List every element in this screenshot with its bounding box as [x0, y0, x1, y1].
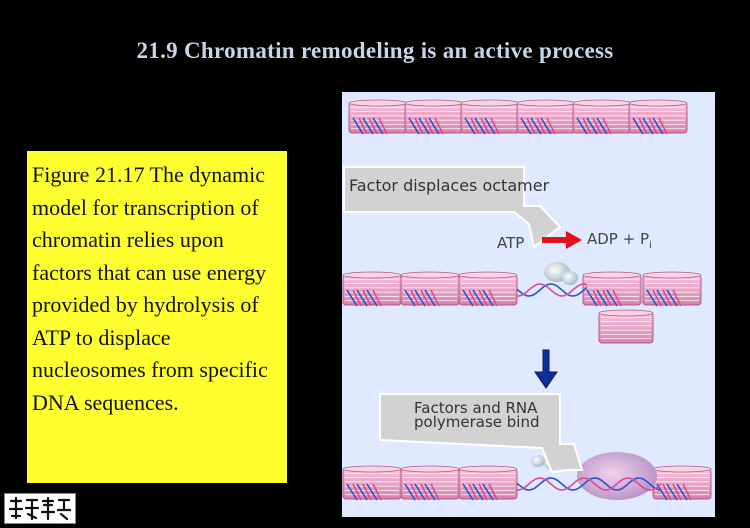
blue-arrow: [534, 349, 558, 389]
university-logo-icon: [4, 493, 76, 524]
nucleosome-row-bottom: [342, 452, 712, 501]
step2-label-line1: Factors and RNA: [414, 399, 538, 417]
atp-label: ATP: [497, 234, 524, 252]
nucleosome-row-middle: [342, 262, 702, 307]
adp-label: ADP + Pi: [587, 230, 652, 251]
step1-label: Factor displaces octamer: [349, 176, 550, 195]
chromatin-remodeling-diagram: Factor displaces octamer ATP ADP + Pi Fa…: [342, 92, 715, 517]
red-arrow: [542, 231, 582, 249]
figure-caption: Figure 21.17 The dynamic model for trans…: [27, 151, 287, 483]
displaced-octamer: [598, 309, 654, 344]
step2-label-line2: polymerase bind: [414, 413, 539, 431]
slide-title: 21.9 Chromatin remodeling is an active p…: [136, 38, 614, 63]
rna-polymerase-icon: [577, 452, 657, 500]
step2-arrow: [379, 393, 584, 474]
nucleosome-row-top: [348, 99, 688, 135]
